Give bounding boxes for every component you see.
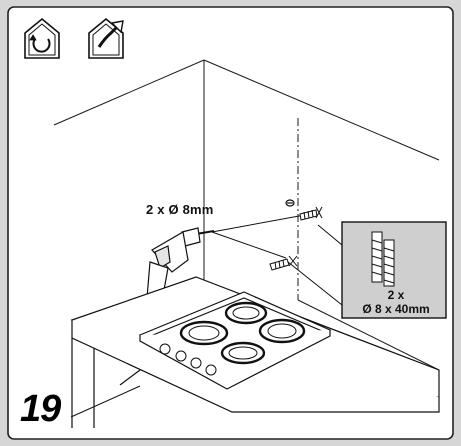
drill-bit-size-label: 2 x Ø 8mm bbox=[146, 202, 214, 217]
anchor-quantity: 2 x bbox=[387, 288, 405, 302]
wall-plug-upper bbox=[299, 206, 323, 221]
wall-marks bbox=[285, 199, 295, 207]
hob bbox=[138, 291, 332, 390]
anchor-size: Ø 8 x 40mm bbox=[362, 302, 430, 316]
drill-aim-lines bbox=[211, 213, 311, 259]
step-underline bbox=[70, 385, 141, 418]
ducted-extraction-mode-icon bbox=[88, 17, 124, 59]
wall-corner bbox=[53, 59, 440, 371]
recirculation-mode-icon bbox=[24, 17, 60, 59]
callout-pointers bbox=[287, 224, 343, 306]
anchor-spec-label: 2 x Ø 8 x 40mm bbox=[346, 288, 446, 316]
step-number: 19 bbox=[20, 388, 61, 430]
anchor-callout-box bbox=[341, 221, 447, 319]
